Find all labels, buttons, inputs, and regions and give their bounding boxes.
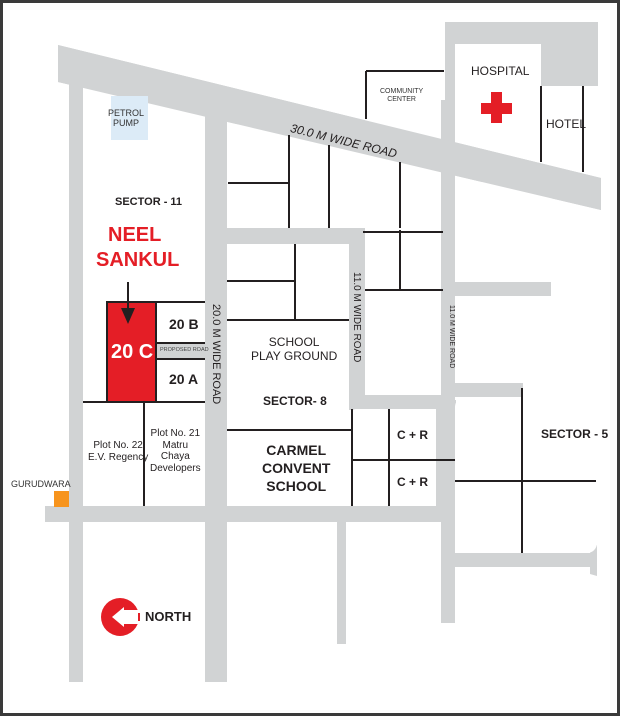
community-center-line1: COMMUNITY xyxy=(380,88,424,95)
block-c-r xyxy=(350,409,436,506)
north-compass-icon xyxy=(101,598,144,636)
petrol-pump-label: PETROL PUMP xyxy=(108,108,144,129)
block-right-middle xyxy=(455,296,605,383)
petrol-pump-line1: PETROL xyxy=(108,108,145,118)
carmel-line2: CONVENT xyxy=(262,460,331,476)
plot-22-label: Plot No. 22 E.V. Regency xyxy=(88,440,148,463)
hospital-label: HOSPITAL xyxy=(471,64,530,78)
hospital-cross-icon xyxy=(481,92,512,123)
plot-21-line3: Chaya xyxy=(160,451,190,462)
gurudwara-marker xyxy=(54,491,69,507)
carmel-school-label: CARMEL CONVENT SCHOOL xyxy=(262,441,330,495)
sector-8-label: SECTOR- 8 xyxy=(263,394,327,408)
road-20m-label: 20.0 M WIDE ROAD xyxy=(210,304,222,405)
play-ground-line2: PLAY GROUND xyxy=(251,348,338,363)
plot-20a-label: 20 A xyxy=(169,371,199,387)
road-v-cr xyxy=(436,400,456,515)
road-h-gurudwara xyxy=(45,506,445,522)
road-h-sector5-top xyxy=(441,383,523,397)
hotel-label: HOTEL xyxy=(546,117,587,131)
block-sector-5 xyxy=(455,397,597,553)
block-right-upper xyxy=(455,182,552,282)
plot-21-line4: Developers xyxy=(150,462,201,474)
plot-20c-label: 20 C xyxy=(111,341,154,363)
proposed-road xyxy=(156,344,205,358)
north-label: NORTH xyxy=(145,609,192,624)
project-name-line2: SANKUL xyxy=(96,249,180,271)
sector-11-label: SECTOR - 11 xyxy=(115,196,183,208)
road-h-1 xyxy=(205,228,365,244)
plot-21-line1: Plot No. 21 xyxy=(150,428,201,439)
road-h-bottom-right xyxy=(441,553,597,567)
carmel-line1: CARMEL xyxy=(266,442,327,458)
c-r-top-label: C + R xyxy=(397,428,429,442)
play-ground-line1: SCHOOL xyxy=(268,335,320,349)
school-play-ground-label: SCHOOL PLAY GROUND xyxy=(251,335,338,364)
project-name-line1: NEEL xyxy=(108,224,162,246)
road-11m-1 xyxy=(349,228,365,410)
plot-21-label: Plot No. 21 Matru Chaya Developers xyxy=(150,428,201,474)
road-h-right xyxy=(441,282,551,296)
community-center-line2: CENTER xyxy=(387,96,416,104)
road-11m-1-label: 11.0 M WIDE ROAD xyxy=(351,272,362,363)
sector-5-label: SECTOR - 5 xyxy=(541,427,609,441)
road-left-vertical xyxy=(69,82,83,682)
road-20m xyxy=(205,100,227,682)
road-11m-2-label: 11.0 M WIDE ROAD xyxy=(448,305,455,369)
plot-21-line2: Matru xyxy=(162,439,189,451)
plot-20c-highlight xyxy=(106,301,157,403)
proposed-road-label: PROPOSED ROAD xyxy=(160,347,209,353)
plot-22-line2: E.V. Regency xyxy=(88,451,149,463)
carmel-line3: SCHOOL xyxy=(266,478,327,494)
gurudwara-label: GURUDWARA xyxy=(11,479,71,489)
petrol-pump-line2: PUMP xyxy=(113,118,140,129)
block-sector-8 xyxy=(227,244,349,506)
c-r-bottom-label: C + R xyxy=(397,475,429,489)
road-h-cr xyxy=(349,395,455,409)
petrol-pump-area xyxy=(111,96,148,140)
road-hospital-loop xyxy=(445,22,598,140)
plot-20b-label: 20 B xyxy=(169,316,199,332)
block-middle xyxy=(365,244,441,383)
road-v-lower-2 xyxy=(441,520,455,623)
pointer-arrow-icon xyxy=(121,282,135,324)
community-center-label: COMMUNITY CENTER xyxy=(380,88,423,104)
plot-22-line1: Plot No. 22 xyxy=(93,440,143,451)
block-community xyxy=(365,70,441,134)
road-30m-top xyxy=(58,45,601,210)
road-v-lower-1 xyxy=(337,520,346,644)
